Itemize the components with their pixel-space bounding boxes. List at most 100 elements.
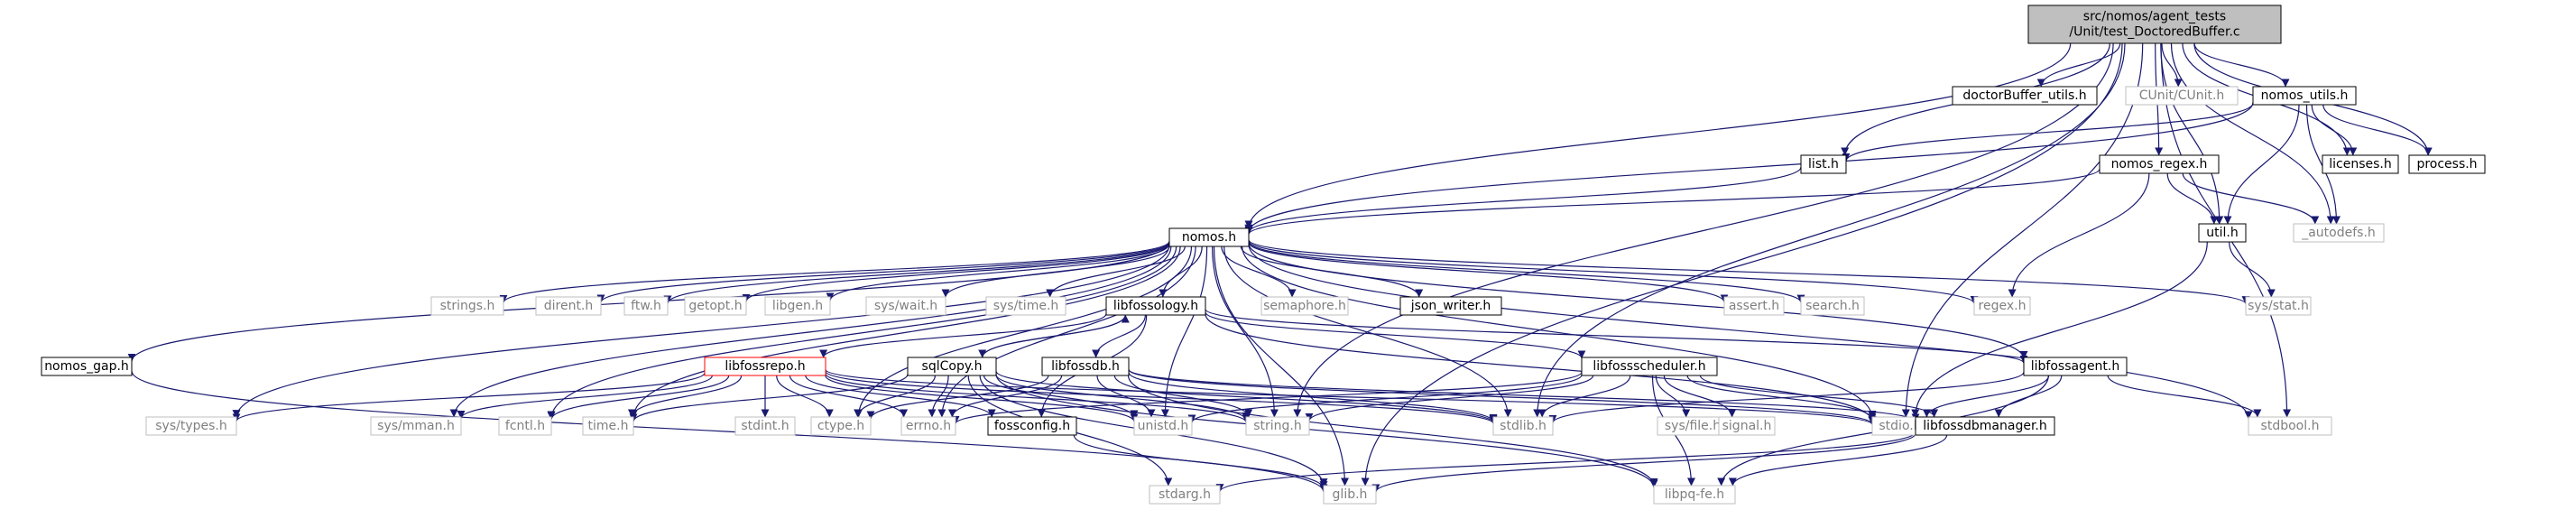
edge-nregex-to-regex — [2008, 172, 2150, 298]
node-label-libpq: libpq-fe.h — [1665, 487, 1724, 502]
edge-sqlcopy-to-errno — [928, 375, 949, 418]
node-libfosssched[interactable]: libfossscheduler.h — [1581, 357, 1718, 376]
edge-libfossology-to-libfossdb — [1092, 314, 1146, 358]
edge-nomos-to-dirent — [596, 241, 1170, 303]
edge-util-to-sysstat — [2229, 241, 2276, 298]
node-nomos[interactable]: nomos.h — [1168, 227, 1250, 247]
node-stdarg: stdarg.h — [1149, 485, 1221, 505]
node-label-nregex: nomos_regex.h — [2111, 157, 2208, 171]
node-label-ftw: ftw.h — [631, 299, 661, 313]
edge-libfossology-to-libfosssched — [1205, 311, 1586, 359]
node-stdlib: stdlib.h — [1492, 416, 1554, 436]
edge-nomos-to-regex — [1248, 240, 1979, 304]
edge-root-to-stdio — [1901, 42, 2144, 418]
edge-libfossrepo-to-fcntl — [547, 375, 730, 421]
node-jsonwriter[interactable]: json_writer.h — [1399, 296, 1502, 316]
edge-libfossdb-to-string — [1113, 375, 1253, 418]
edge-root-to-cunit — [2161, 42, 2183, 88]
node-label-stdint: stdint.h — [741, 419, 789, 433]
node-label-nomosgap: nomos_gap.h — [44, 359, 129, 374]
node-regex: regex.h — [1973, 296, 2031, 316]
edge-sqlcopy-to-stdlib — [995, 370, 1498, 424]
edge-libfossrepo-to-ctype — [776, 375, 834, 418]
edge-nomos-to-string — [1212, 246, 1279, 418]
edge-libfosssched-to-errno — [951, 371, 1583, 425]
node-libfossrepo[interactable]: libfossrepo.h — [704, 357, 826, 376]
edge-nomos-to-assert — [1248, 242, 1729, 303]
node-label-libfossagent: libfossagent.h — [2031, 359, 2120, 374]
edge-libfossrepo-to-stdlib — [825, 370, 1498, 424]
node-signal: signal.h — [1718, 416, 1776, 436]
node-licenses[interactable]: licenses.h — [2322, 154, 2399, 174]
node-label-root-0: src/nomos/agent_tests — [2083, 10, 2226, 24]
edge-libfossrepo-to-systypes — [232, 372, 706, 422]
node-label-search: search.h — [1805, 299, 1860, 313]
edge-nomos-to-semaphore — [1221, 246, 1297, 298]
node-nomosgap[interactable]: nomos_gap.h — [41, 357, 133, 376]
node-label-libfosssched: libfossscheduler.h — [1593, 359, 1705, 374]
edge-nomos-to-strings — [499, 240, 1170, 303]
node-dirent: dirent.h — [535, 296, 602, 316]
edge-nutils-to-nomos — [1244, 102, 2254, 233]
node-libfossdbmgr[interactable]: libfossdbmanager.h — [1915, 416, 2055, 436]
node-label-errno: errno.h — [906, 419, 951, 433]
edge-libfossagent-to-stdio — [1922, 375, 2050, 418]
edge-nomos-to-fcntl — [547, 246, 1177, 420]
edge-libfossrepo-to-fossconfig — [805, 375, 996, 418]
edge-libfossdbmgr-to-glib — [1371, 433, 1916, 493]
node-nutils[interactable]: nomos_utils.h — [2252, 86, 2357, 106]
node-label-libfossdbmgr: libfossdbmanager.h — [1923, 419, 2046, 433]
edge-libfossology-to-libfossrepo — [819, 313, 1107, 358]
node-label-regex: regex.h — [1979, 299, 2027, 313]
node-libpq: libpq-fe.h — [1653, 485, 1736, 505]
edge-nutils-to-process — [2322, 104, 2433, 156]
node-sysfile: sys/file.h — [1657, 416, 1729, 436]
edge-libfossdb-to-ctype — [866, 375, 1049, 420]
node-stdbool: stdbool.h — [2248, 416, 2332, 436]
node-label-syswait: sys/wait.h — [874, 299, 937, 313]
edge-nomos-to-syswait — [941, 246, 1170, 298]
edge-libfossrepo-to-time — [627, 375, 743, 418]
node-label-libfossology: libfossology.h — [1113, 299, 1198, 313]
node-label-nutils: nomos_utils.h — [2261, 88, 2349, 103]
node-string: string.h — [1245, 416, 1310, 436]
node-list[interactable]: list.h — [1800, 154, 1847, 174]
node-assert: assert.h — [1723, 296, 1785, 316]
node-fossconfig[interactable]: fossconfig.h — [987, 416, 1077, 436]
node-label-list: list.h — [1808, 157, 1839, 171]
node-ctype: ctype.h — [810, 416, 872, 436]
node-process[interactable]: process.h — [2408, 154, 2486, 174]
node-label-libgen: libgen.h — [772, 299, 823, 313]
node-systypes: sys/types.h — [145, 416, 237, 436]
node-label-sysmman: sys/mman.h — [377, 419, 455, 433]
node-stdint: stdint.h — [734, 416, 796, 436]
node-doctor[interactable]: doctorBuffer_utils.h — [1952, 86, 2098, 106]
edge-sqlcopy-to-libfossology — [982, 314, 1130, 358]
node-label-glib: glib.h — [1333, 487, 1368, 502]
node-strings: strings.h — [430, 296, 504, 316]
node-util[interactable]: util.h — [2198, 223, 2247, 243]
edge-nregex-to-nomos — [1244, 168, 2101, 236]
edge-sqlcopy-to-ctype — [854, 375, 936, 418]
node-libfossology[interactable]: libfossology.h — [1105, 296, 1206, 316]
edge-nomos-to-sysmman — [449, 246, 1172, 418]
node-sysmman: sys/mman.h — [370, 416, 462, 436]
edge-sqlcopy-to-time — [629, 374, 909, 422]
edges-layer — [127, 42, 2433, 493]
node-sqlcopy[interactable]: sqlCopy.h — [907, 357, 997, 376]
edge-nomos-to-time — [629, 246, 1181, 419]
edge-nutils-to-util — [2223, 104, 2300, 225]
node-label-doctor: doctorBuffer_utils.h — [1962, 88, 2086, 103]
node-systime: sys/time.h — [985, 296, 1066, 316]
edge-nomos-to-search — [1248, 241, 1805, 303]
node-label-semaphore: semaphore.h — [1263, 299, 1346, 313]
node-label-process: process.h — [2416, 157, 2477, 171]
node-nregex[interactable]: nomos_regex.h — [2099, 154, 2220, 174]
edge-libfossdbmgr-to-libpq — [1728, 434, 1948, 487]
edge-nomos-to-stdio — [1242, 246, 1877, 419]
edge-libfosssched-to-unistd — [1187, 374, 1583, 423]
edge-libfosssched-to-signal — [1663, 375, 1737, 418]
node-libfossagent[interactable]: libfossagent.h — [2023, 357, 2128, 376]
node-libfossdb[interactable]: libfossdb.h — [1041, 357, 1130, 376]
edge-nomos-to-stdlib — [1223, 246, 1512, 418]
